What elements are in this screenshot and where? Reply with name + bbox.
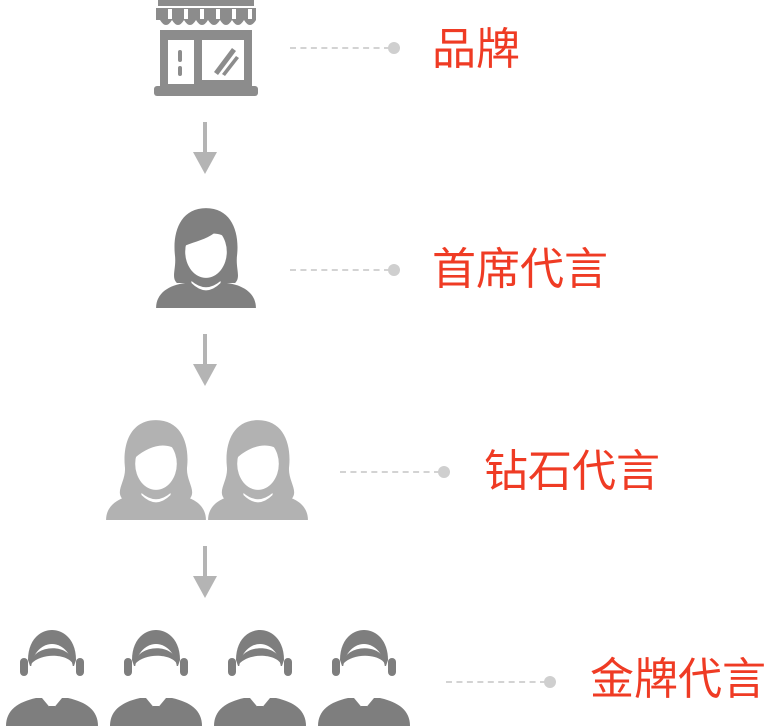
businessman-avatar-icon [104, 626, 208, 726]
connector-gold [446, 676, 558, 688]
connector-brand [290, 42, 402, 54]
tier-label-diamond: 钻石代言 [484, 446, 660, 497]
tier-label-gold: 金牌代言 [590, 654, 766, 705]
tier-label-chief: 首席代言 [432, 244, 608, 295]
businessman-avatar-icon [208, 626, 312, 726]
woman-avatar-icon [206, 416, 310, 520]
down-arrow-icon [192, 122, 218, 174]
connector-chief [290, 264, 402, 276]
down-arrow-icon [192, 334, 218, 386]
connector-diamond [340, 466, 452, 478]
store-icon [152, 0, 260, 98]
woman-avatar-icon [154, 204, 258, 308]
down-arrow-icon [192, 546, 218, 598]
businessman-avatar-icon [312, 626, 416, 726]
businessman-avatar-icon [0, 626, 104, 726]
tier-label-brand: 品牌 [432, 24, 520, 75]
woman-avatar-icon [104, 416, 208, 520]
